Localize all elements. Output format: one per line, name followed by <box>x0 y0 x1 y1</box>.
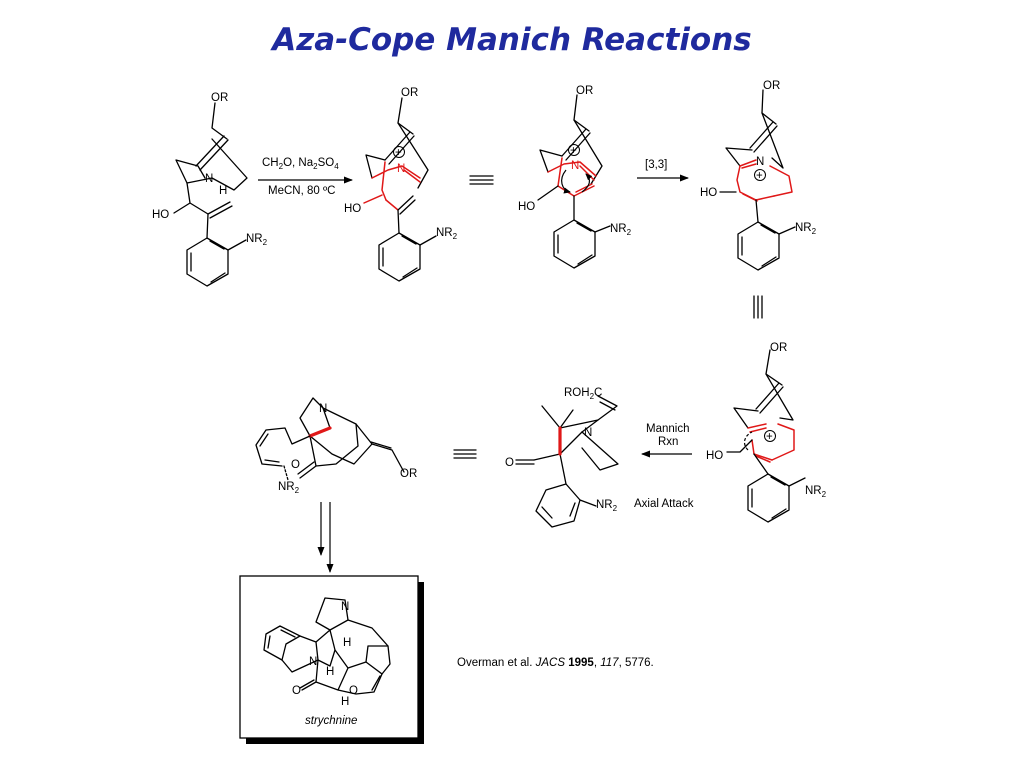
nitrogen-label: N <box>756 156 764 168</box>
hydroxyl-label: HO <box>344 203 361 215</box>
nitrogen-label: N <box>571 160 579 172</box>
nitrogen-label: N <box>341 601 349 613</box>
strychnine-label: strychnine <box>305 715 357 727</box>
nitrogen-label: N <box>584 427 592 439</box>
mannich-label: Mannich <box>646 423 689 435</box>
or-label: OR <box>763 80 780 92</box>
starting-material-structure: OR N H HO NR2 <box>152 92 268 287</box>
hydroxyl-label: HO <box>706 450 723 462</box>
hydrogen-label: H <box>219 185 227 197</box>
down-arrows <box>317 502 334 573</box>
equivalence-symbol-vertical <box>753 295 763 319</box>
page-title: Aza-Cope Manich Reactions <box>272 22 752 58</box>
sigmatropic-label: [3,3] <box>645 159 667 171</box>
nitrogen-label: N <box>319 403 327 415</box>
oxygen-label: O <box>291 459 300 471</box>
hydroxyl-label: HO <box>152 209 169 221</box>
reagent-line-1: CH2O, Na2SO4 <box>262 157 339 171</box>
or-label: OR <box>401 87 418 99</box>
nitrogen-label: N <box>309 656 317 668</box>
mannich-product-structure: ROH2C N O NR2 <box>505 387 619 528</box>
or-label: OR <box>211 92 228 104</box>
mannich-precursor-structure: + OR HO NR2 <box>706 342 827 523</box>
plus-charge: + <box>395 147 402 159</box>
plus-charge: + <box>766 431 773 443</box>
citation: Overman et al. JACS 1995, 117, 5776. <box>457 657 654 669</box>
hydroxyl-label: HO <box>700 187 717 199</box>
hydrogen-label: H <box>343 637 351 649</box>
strychnine-box: N N H H H O O strychnine <box>239 575 424 744</box>
hydrogen-label: H <box>326 666 334 678</box>
nr2-label: NR2 <box>805 485 827 499</box>
ketone-intermediate-structure: N O OR NR2 <box>255 397 417 495</box>
oxygen-label: O <box>292 685 301 697</box>
hydrogen-label: H <box>341 696 349 708</box>
oxygen-label: O <box>505 457 514 469</box>
nr2-label: NR2 <box>596 499 618 513</box>
reagent-arrow: CH2O, Na2SO4 MeCN, 80 ºC <box>258 157 353 197</box>
iminium-structure: + OR N HO NR2 <box>344 87 458 282</box>
nr2-label: NR2 <box>278 481 300 495</box>
nr2-label: NR2 <box>610 223 632 237</box>
plus-charge: + <box>570 145 577 157</box>
nr2-label: NR2 <box>436 227 458 241</box>
sigmatropic-arrow: [3,3] <box>637 159 689 182</box>
iminium-arrow-pushing-structure: + OR N HO NR2 <box>518 85 632 269</box>
nitrogen-label: N <box>397 163 405 175</box>
or-label: OR <box>770 342 787 354</box>
mannich-arrow: Mannich Rxn Axial Attack <box>634 423 694 510</box>
hydroxyl-label: HO <box>518 201 535 213</box>
equivalence-symbol <box>469 175 494 185</box>
or-label: OR <box>576 85 593 97</box>
nr2-label: NR2 <box>246 233 268 247</box>
or-label: OR <box>400 468 417 480</box>
reagent-line-2: MeCN, 80 ºC <box>268 185 335 197</box>
mannich-label-rxn: Rxn <box>658 436 678 448</box>
roh2c-label: ROH2C <box>564 387 602 401</box>
oxygen-label: O <box>349 685 358 697</box>
axial-attack-label: Axial Attack <box>634 498 694 510</box>
nr2-label: NR2 <box>795 222 817 236</box>
nitrogen-label: N <box>205 173 213 185</box>
equivalence-symbol <box>453 449 477 459</box>
rearranged-iminium-structure: + OR N HO NR2 <box>700 80 817 271</box>
plus-charge: + <box>756 170 763 182</box>
